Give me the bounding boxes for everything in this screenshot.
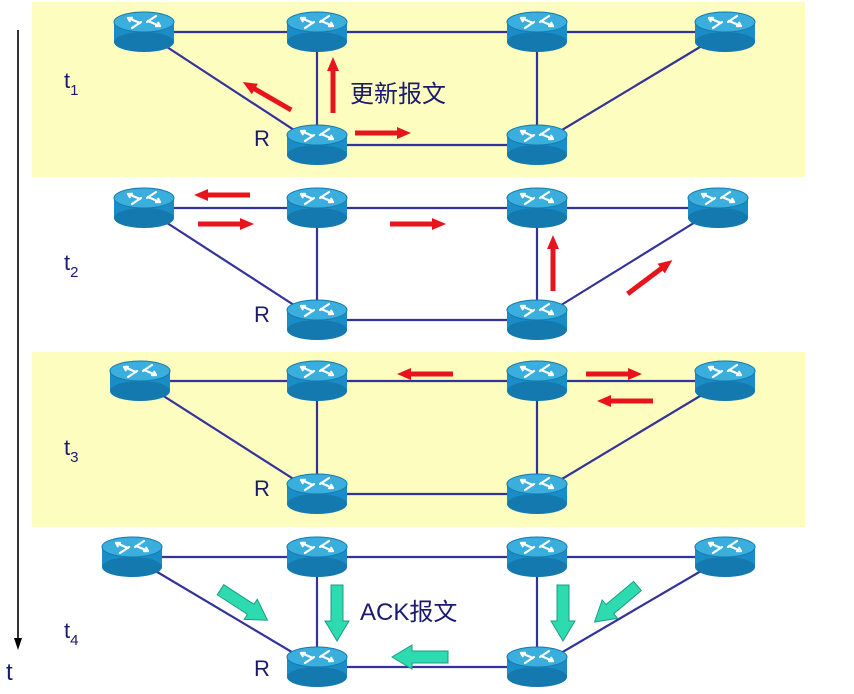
router-icon [505, 123, 569, 167]
time-label-base: t [64, 618, 70, 643]
router-icon [100, 535, 164, 579]
message-label: ACK报文 [360, 599, 457, 626]
network-link [143, 207, 318, 321]
router-icon [285, 10, 349, 54]
time-label-base: t [64, 250, 70, 275]
time-axis [14, 30, 22, 650]
router-r-label: R [254, 302, 270, 327]
time-label: t4 [64, 618, 78, 649]
router-icon [693, 10, 757, 54]
network-link [536, 31, 726, 146]
panel-t2: t2R [32, 178, 805, 350]
time-label-subscript: 1 [70, 82, 78, 99]
panel-t1: t1R 更新报文 [32, 2, 805, 177]
router-icon [505, 535, 569, 579]
router-icon [285, 472, 349, 516]
router-icon [505, 645, 569, 689]
router-icon [285, 298, 349, 342]
time-label-subscript: 3 [70, 449, 78, 466]
router-icon [505, 298, 569, 342]
router-icon [112, 186, 176, 230]
time-label-subscript: 2 [70, 264, 78, 281]
router-r-label: R [254, 476, 270, 501]
router-icon [505, 472, 569, 516]
panel-t4: t4R ACK报文 [32, 528, 805, 694]
network-link [131, 556, 318, 668]
network-link [139, 380, 318, 495]
time-label: t1 [64, 68, 78, 99]
router-icon [285, 123, 349, 167]
time-label: t3 [64, 435, 78, 466]
router-icon [285, 186, 349, 230]
router-icon [285, 645, 349, 689]
router-icon [693, 535, 757, 579]
network-link [536, 207, 719, 321]
router-r-label: R [254, 126, 270, 151]
router-icon [693, 359, 757, 403]
router-icon [112, 10, 176, 54]
panel-t3: t3R [32, 352, 805, 527]
time-label: t2 [64, 250, 78, 281]
router-icon [505, 359, 569, 403]
router-icon [285, 359, 349, 403]
router-r-label: R [254, 656, 270, 681]
time-label-base: t [64, 435, 70, 460]
network-link [536, 380, 726, 495]
router-icon [505, 10, 569, 54]
time-axis-label: t [6, 659, 13, 686]
router-icon [505, 186, 569, 230]
message-label: 更新报文 [350, 81, 446, 108]
time-label-base: t [64, 68, 70, 93]
time-label-subscript: 4 [70, 632, 78, 649]
router-icon [686, 186, 750, 230]
network-link [536, 556, 726, 668]
router-icon [108, 359, 172, 403]
network-link [143, 31, 318, 146]
router-icon [285, 535, 349, 579]
